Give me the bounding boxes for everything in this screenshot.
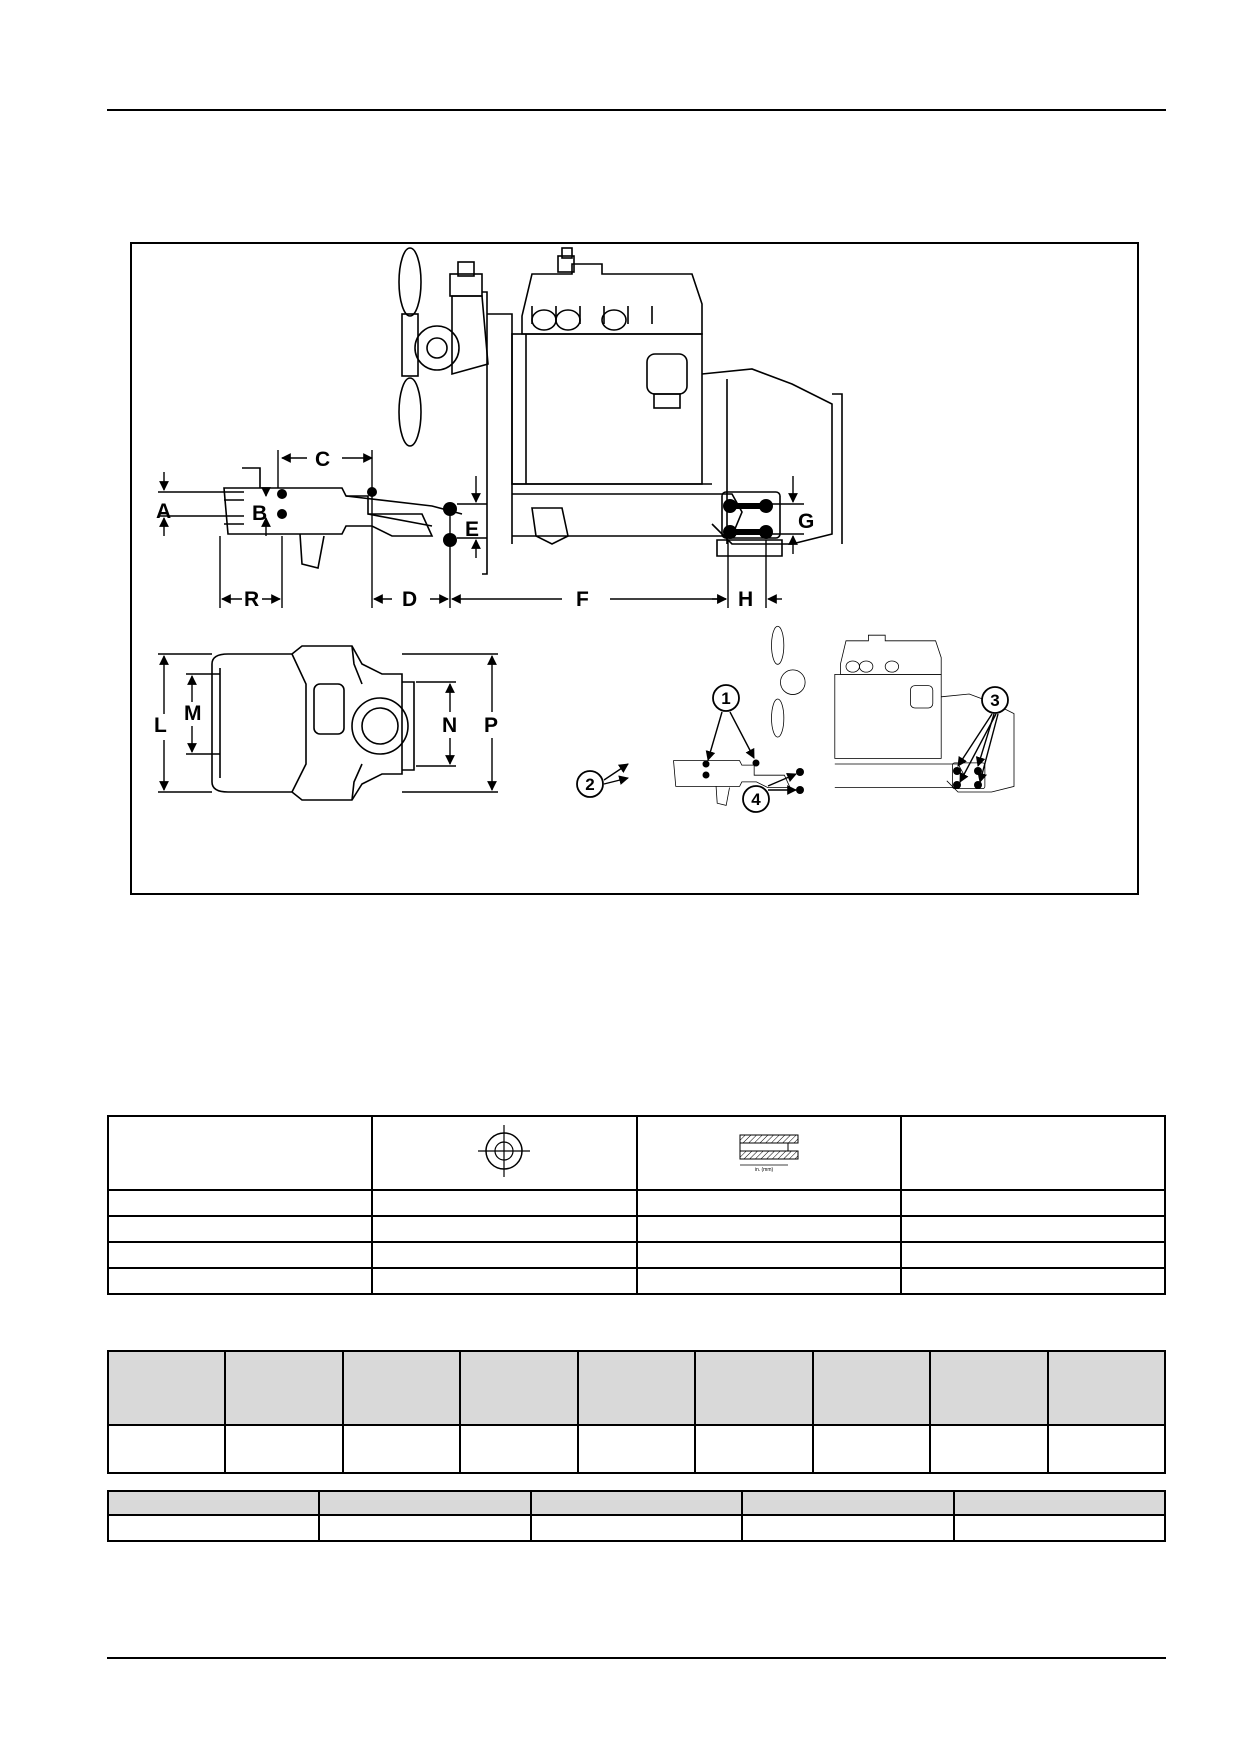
engine-side-view-diagram: A B C D E F G H R L M N P bbox=[154, 247, 1015, 813]
svg-text:M: M bbox=[184, 702, 202, 725]
spec-cell bbox=[635, 1241, 902, 1269]
grade-header-cell bbox=[459, 1350, 579, 1426]
size-header-cell bbox=[952, 1490, 1167, 1516]
svg-text:F: F bbox=[576, 588, 589, 611]
spec-header-cell bbox=[371, 1115, 638, 1191]
size-header-cell bbox=[741, 1490, 955, 1516]
size-header-cell bbox=[106, 1490, 321, 1516]
bolt-spec-table: in. (mm) bbox=[106, 1115, 1167, 1295]
top-rule bbox=[107, 109, 1166, 111]
grade-header-cell bbox=[341, 1350, 462, 1426]
spec-cell bbox=[106, 1189, 374, 1217]
spec-cell bbox=[371, 1215, 638, 1243]
grade-cell bbox=[106, 1424, 227, 1474]
size-table bbox=[106, 1490, 1167, 1542]
spec-cell bbox=[635, 1215, 902, 1243]
spec-cell bbox=[899, 1189, 1167, 1217]
svg-text:B: B bbox=[252, 502, 267, 525]
grade-cell bbox=[929, 1424, 1049, 1474]
thread-icon-caption: in. (mm) bbox=[754, 1167, 773, 1173]
bolt-thread-length-icon: in. (mm) bbox=[739, 1134, 799, 1173]
svg-text:3: 3 bbox=[990, 691, 999, 710]
spec-cell bbox=[371, 1189, 638, 1217]
spec-cell bbox=[635, 1267, 902, 1295]
grade-cell bbox=[459, 1424, 579, 1474]
spec-cell bbox=[371, 1241, 638, 1269]
svg-text:R: R bbox=[244, 588, 259, 611]
grade-header-cell bbox=[1046, 1350, 1166, 1426]
size-header-cell bbox=[529, 1490, 744, 1516]
grade-header-cell bbox=[929, 1350, 1049, 1426]
size-cell bbox=[318, 1514, 532, 1542]
size-cell bbox=[741, 1514, 955, 1542]
spec-cell bbox=[899, 1241, 1167, 1269]
svg-text:L: L bbox=[154, 714, 167, 737]
size-cell bbox=[952, 1514, 1167, 1542]
grade-cell bbox=[576, 1424, 697, 1474]
grade-cell bbox=[694, 1424, 814, 1474]
size-header-cell bbox=[318, 1490, 532, 1516]
svg-text:4: 4 bbox=[751, 790, 761, 809]
svg-text:1: 1 bbox=[721, 689, 730, 708]
grade-cell bbox=[811, 1424, 932, 1474]
svg-text:C: C bbox=[315, 448, 330, 471]
spec-cell bbox=[106, 1267, 374, 1295]
grade-header-cell bbox=[224, 1350, 344, 1426]
engine-mounting-figure: A B C D E F G H R L M N P bbox=[130, 242, 1139, 895]
spec-cell bbox=[371, 1267, 638, 1295]
spec-cell bbox=[899, 1267, 1167, 1295]
svg-text:P: P bbox=[484, 714, 498, 737]
svg-text:D: D bbox=[402, 588, 417, 611]
spec-header-cell bbox=[106, 1115, 374, 1191]
spec-header-cell bbox=[899, 1115, 1167, 1191]
grade-header-cell bbox=[694, 1350, 814, 1426]
svg-text:G: G bbox=[798, 510, 814, 533]
size-cell bbox=[106, 1514, 321, 1542]
grade-table bbox=[106, 1350, 1166, 1474]
spec-cell bbox=[899, 1215, 1167, 1243]
spec-cell bbox=[106, 1241, 374, 1269]
svg-text:A: A bbox=[156, 500, 171, 523]
size-cell bbox=[529, 1514, 744, 1542]
svg-text:N: N bbox=[442, 714, 457, 737]
grade-header-cell bbox=[811, 1350, 932, 1426]
bottom-rule bbox=[107, 1657, 1166, 1659]
grade-header-cell bbox=[576, 1350, 697, 1426]
bolt-hole-crosshair-icon bbox=[478, 1124, 531, 1177]
svg-text:E: E bbox=[465, 518, 479, 541]
spec-cell bbox=[635, 1189, 902, 1217]
spec-header-cell: in. (mm) bbox=[635, 1115, 902, 1191]
svg-text:H: H bbox=[738, 588, 753, 611]
spec-cell bbox=[106, 1215, 374, 1243]
grade-header-cell bbox=[106, 1350, 227, 1426]
grade-cell bbox=[1046, 1424, 1166, 1474]
grade-cell bbox=[224, 1424, 344, 1474]
svg-text:2: 2 bbox=[585, 775, 594, 794]
grade-cell bbox=[341, 1424, 462, 1474]
